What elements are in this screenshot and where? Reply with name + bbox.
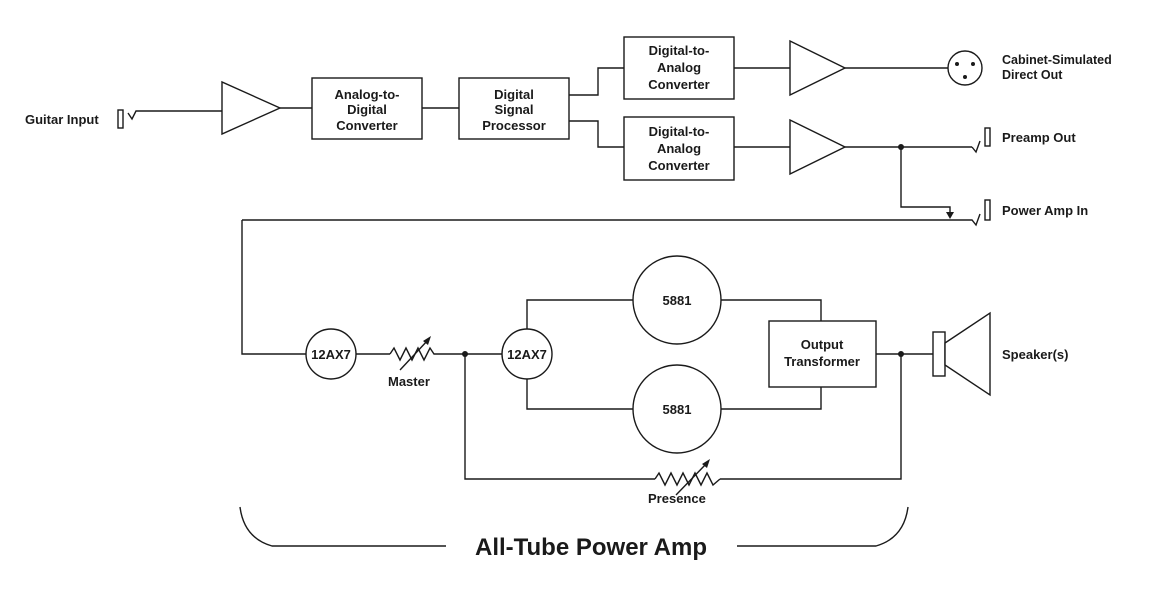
svg-text:Transformer: Transformer <box>784 354 860 369</box>
power-amp-in-label: Power Amp In <box>1002 203 1088 218</box>
svg-text:Converter: Converter <box>648 158 709 173</box>
phase-inverter-tube-12ax7: 12AX7 <box>501 328 553 380</box>
svg-text:Digital-to-: Digital-to- <box>649 124 710 139</box>
svg-text:Converter: Converter <box>648 77 709 92</box>
svg-text:12AX7: 12AX7 <box>311 347 351 362</box>
dac-bottom-block: Digital-to- Analog Converter <box>623 116 735 181</box>
wire <box>464 354 655 480</box>
wire <box>721 299 822 321</box>
bracket-right <box>737 506 909 547</box>
speaker-icon <box>932 311 991 397</box>
direct-out-amplifier-icon <box>789 39 847 97</box>
master-pot-icon[interactable] <box>389 336 465 371</box>
svg-text:Digital: Digital <box>494 87 534 102</box>
svg-text:Analog-to-: Analog-to- <box>335 87 400 102</box>
wire <box>569 120 624 148</box>
svg-text:Analog: Analog <box>657 141 701 156</box>
speakers-label: Speaker(s) <box>1002 347 1068 362</box>
preamp-out-label: Preamp Out <box>1002 130 1076 145</box>
svg-text:Analog: Analog <box>657 60 701 75</box>
wire <box>241 220 306 355</box>
input-amplifier-icon <box>221 80 282 136</box>
presence-pot-icon[interactable] <box>654 459 721 496</box>
dsp-block: Digital Signal Processor <box>458 77 570 140</box>
master-label: Master <box>388 374 430 389</box>
output-transformer-block: Output Transformer <box>768 320 877 388</box>
svg-text:Output: Output <box>801 337 844 352</box>
svg-text:Signal: Signal <box>494 102 533 117</box>
svg-text:12AX7: 12AX7 <box>507 347 547 362</box>
svg-text:5881: 5881 <box>663 293 692 308</box>
preamp-tube-12ax7: 12AX7 <box>305 328 357 380</box>
svg-text:Converter: Converter <box>336 118 397 133</box>
svg-text:Processor: Processor <box>482 118 546 133</box>
preamp-out-amplifier-icon <box>789 118 847 176</box>
svg-text:Digital-to-: Digital-to- <box>649 43 710 58</box>
wire <box>569 67 624 96</box>
arrow-icon <box>946 212 954 219</box>
guitar-input-label: Guitar Input <box>25 112 99 127</box>
svg-text:5881: 5881 <box>663 402 692 417</box>
preamp-out-jack-icon[interactable] <box>971 127 991 154</box>
guitar-input-jack-icon[interactable] <box>117 109 222 129</box>
wire <box>720 354 902 480</box>
xlr-connector-icon[interactable] <box>947 50 983 86</box>
cab-direct-out-label-1: Cabinet-Simulated <box>1002 53 1112 67</box>
svg-text:Digital: Digital <box>347 102 387 117</box>
wire <box>526 379 633 410</box>
bracket-left <box>239 506 446 547</box>
power-tube-5881-bottom: 5881 <box>632 364 722 454</box>
cab-direct-out-label-2: Direct Out <box>1002 68 1063 82</box>
presence-label: Presence <box>648 491 706 506</box>
adc-block: Analog-to- Digital Converter <box>311 77 423 140</box>
dac-top-block: Digital-to- Analog Converter <box>623 36 735 100</box>
wire <box>721 387 822 410</box>
wire <box>526 299 633 329</box>
wire <box>900 147 951 217</box>
section-title: All-Tube Power Amp <box>475 534 707 561</box>
power-tube-5881-top: 5881 <box>632 255 722 345</box>
power-amp-in-jack-icon[interactable] <box>242 199 991 227</box>
